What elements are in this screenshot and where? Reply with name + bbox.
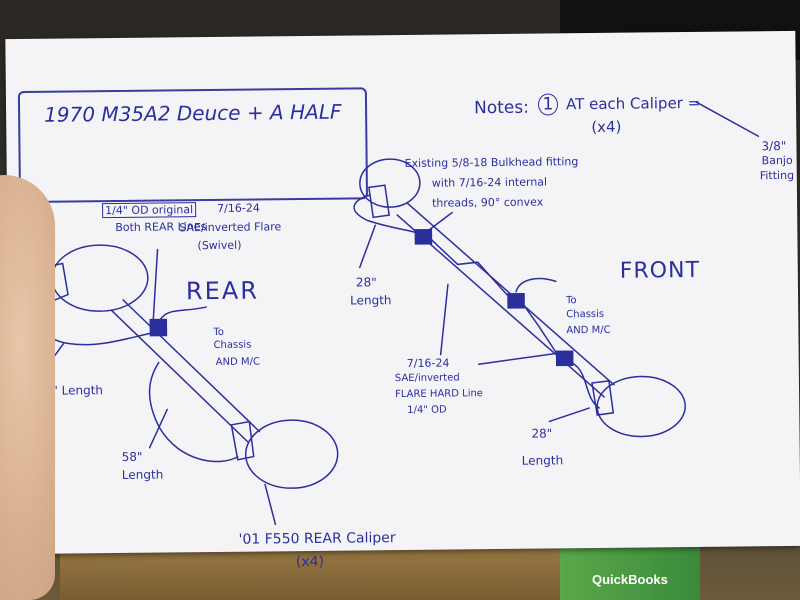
rear-arrow-tee [152,248,159,321]
rear-arrow-length58 [148,408,168,449]
rear-arrow-caliper [264,483,277,526]
paper-sheet: 1970 M35A2 Deuce + A HALF Notes: 1 AT ea… [5,30,800,570]
axle-sketch [41,101,760,526]
front-right-fitting [555,350,574,367]
front-arrow-length28-bottom [548,407,590,423]
holding-hand [0,175,55,600]
front-arrow-length28-top [358,224,377,269]
front-arrow-bulkhead [424,211,453,234]
front-hose-left [353,194,419,234]
front-bulkhead-fitting [414,228,433,245]
software-box [560,545,700,600]
front-left-wheel-hub [359,158,421,208]
software-box-label: QuickBooks [592,572,668,587]
front-right-caliper [591,380,615,416]
front-arrow-hardline2 [478,352,558,365]
rear-axle-tube [110,299,261,443]
rear-hose-left [41,299,155,346]
front-left-caliper [368,184,391,219]
front-tee-fitting [507,292,525,309]
notes-arrow-banjo [695,101,760,138]
rear-hose-right [148,361,239,463]
front-hard-line [430,238,558,355]
rear-right-wheel-hub [244,419,339,489]
front-chassis-hose [515,277,557,293]
rear-caliper-line2: (x4) [295,553,325,571]
rear-tee-fitting [149,318,168,337]
front-hose-right [571,362,600,409]
rear-chassis-hose [159,306,207,321]
rear-right-caliper [230,420,255,461]
rear-left-wheel-hub [51,244,149,312]
front-arrow-hardline1 [439,283,449,356]
